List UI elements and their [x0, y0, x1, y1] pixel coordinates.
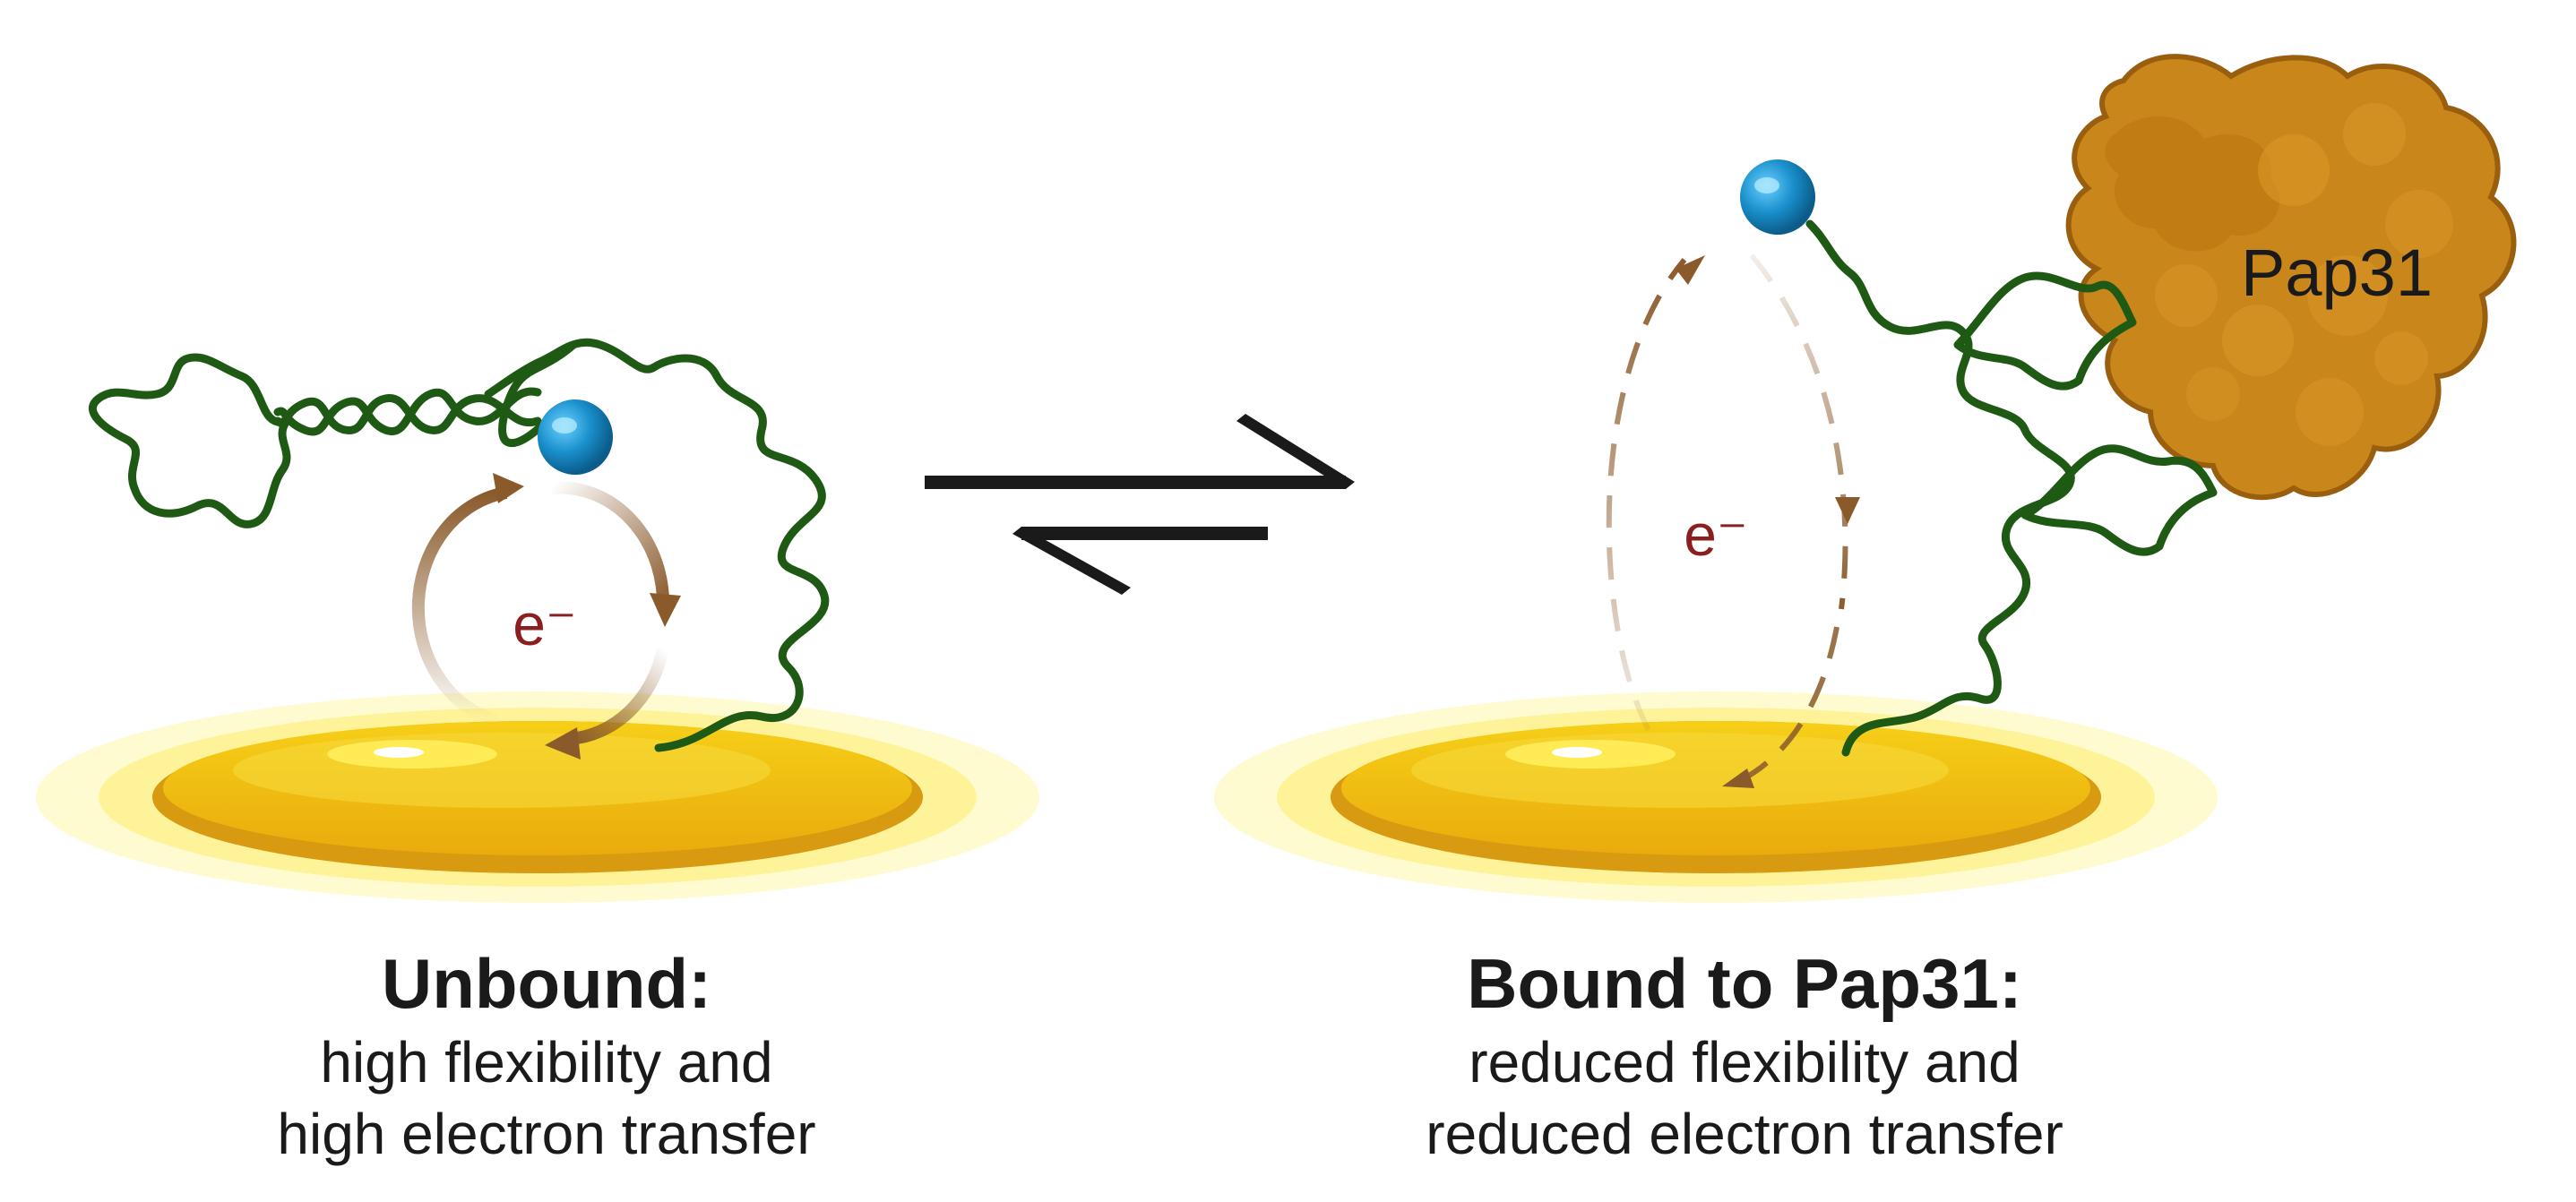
electrode-left [36, 691, 1039, 903]
cycle-arc-left [418, 493, 506, 721]
caption-bound-line2: reduced electron transfer [1297, 1098, 2193, 1170]
arrowhead-top [493, 473, 524, 503]
caption-bound: Bound to Pap31: reduced flexibility and … [1297, 940, 2193, 1170]
caption-bound-title: Bound to Pap31: [1297, 940, 2193, 1026]
caption-unbound-line2: high electron transfer [99, 1098, 995, 1170]
caption-unbound-line1: high flexibility and [99, 1026, 995, 1098]
dashed-arc-left [1609, 260, 1684, 730]
redox-probe-left [538, 399, 613, 475]
dashed-arrowhead-top [1676, 255, 1705, 285]
electron-label-left: e⁻ [513, 591, 577, 657]
dashed-arrowhead-right [1835, 497, 1860, 524]
electron-label-right: e⁻ [1684, 502, 1748, 568]
caption-unbound: Unbound: high flexibility and high elect… [99, 940, 995, 1170]
equilibrium-arrows [925, 414, 1355, 595]
caption-bound-line1: reduced flexibility and [1297, 1026, 2193, 1098]
electrode-right [1214, 691, 2218, 903]
arrowhead-right [650, 593, 681, 627]
dashed-arc-right [1752, 255, 1845, 609]
dna-strand-left [92, 342, 824, 748]
redox-probe-right [1740, 159, 1815, 235]
pap31-label: Pap31 [2241, 236, 2433, 310]
caption-unbound-title: Unbound: [99, 940, 995, 1026]
